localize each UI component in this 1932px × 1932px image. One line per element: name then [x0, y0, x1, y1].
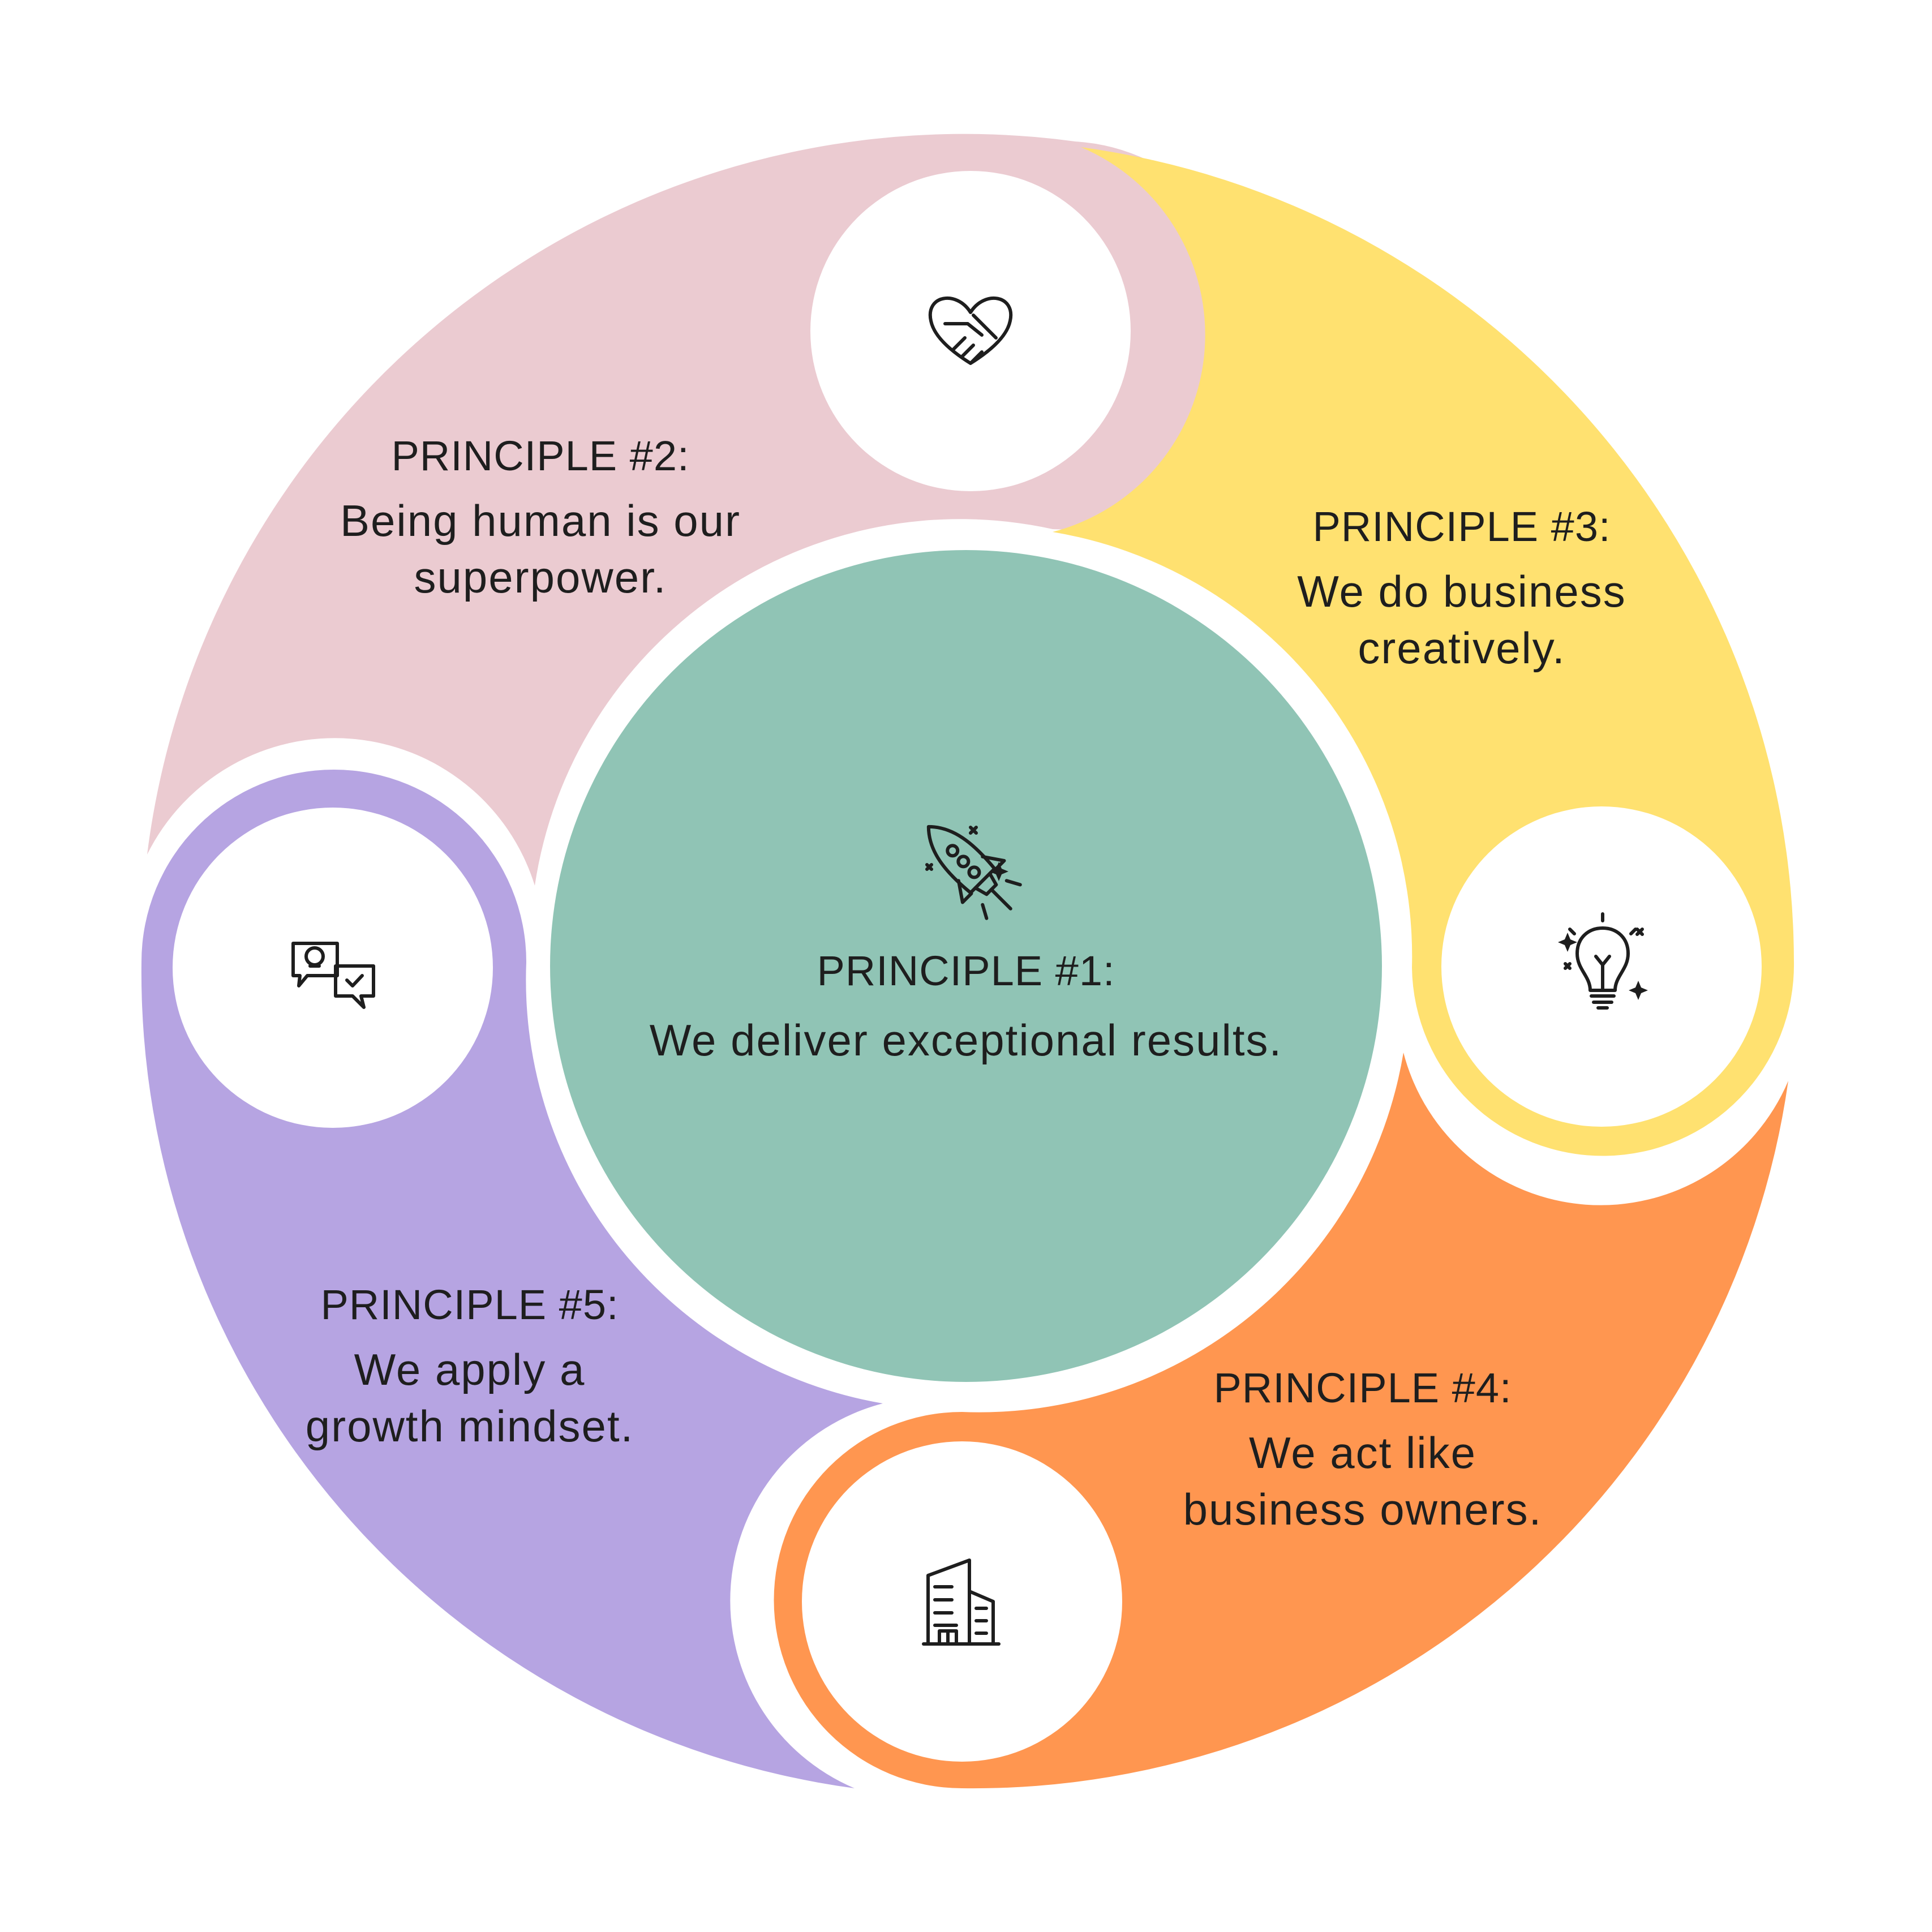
sparkle-icon: [1558, 928, 1648, 1000]
principle-2-heading: PRINCIPLE #2:: [391, 432, 690, 479]
principle-4-heading: PRINCIPLE #4:: [1213, 1364, 1512, 1411]
icon-holder-principle-5: [173, 808, 493, 1128]
principle-5-line-1: We apply a: [354, 1345, 586, 1394]
principle-2-line-1: Being human is our: [340, 496, 741, 546]
principle-1-text: We deliver exceptional results.: [649, 1015, 1283, 1065]
principle-3-heading: PRINCIPLE #3:: [1312, 503, 1611, 550]
principle-5-label: PRINCIPLE #5: We apply a growth mindset.: [306, 1279, 634, 1454]
center-circle: [550, 550, 1382, 1382]
principle-3-line-2: creatively.: [1358, 623, 1566, 673]
sparkle-icon: [925, 826, 1008, 881]
heart-handshake-icon: [928, 297, 1013, 365]
icon-holder-principle-2: [810, 171, 1131, 491]
principle-2-line-2: superpower.: [414, 552, 667, 602]
lightbulb-icon: [1568, 912, 1637, 1010]
principle-4-line-1: We act like: [1248, 1428, 1477, 1478]
principle-3-label: PRINCIPLE #3: We do business creatively.: [1297, 501, 1626, 676]
principle-3-line-1: We do business: [1297, 566, 1626, 616]
principle-2-label: PRINCIPLE #2: Being human is our superpo…: [340, 430, 741, 606]
idea-chat-icon: [291, 942, 375, 1009]
center-label: PRINCIPLE #1: We deliver exceptional res…: [650, 945, 1282, 1068]
principle-1-heading: PRINCIPLE #1:: [817, 947, 1115, 994]
principle-5-line-2: growth mindset.: [305, 1401, 634, 1451]
office-buildings-icon: [922, 1559, 1001, 1646]
principle-4-label: PRINCIPLE #4: We act like business owner…: [1183, 1362, 1543, 1538]
rocket-icon: [926, 825, 1022, 920]
principle-4-line-2: business owners.: [1183, 1484, 1543, 1534]
icon-holder-principle-4: [802, 1441, 1122, 1762]
principle-5-heading: PRINCIPLE #5:: [320, 1281, 619, 1328]
